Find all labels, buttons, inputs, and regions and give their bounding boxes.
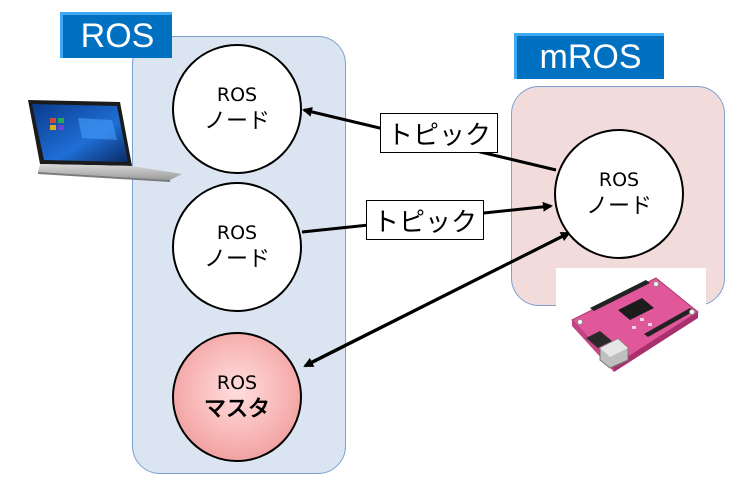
- node-label-line2: ノード: [585, 194, 652, 219]
- node-label-line2: マスタ: [203, 397, 270, 422]
- ros-node-middle: ROS ノード: [172, 182, 302, 312]
- node-label-line2: ノード: [203, 109, 270, 134]
- ros-title: ROS: [60, 12, 172, 58]
- laptop-icon: [28, 100, 182, 182]
- master-arrow-to-master: [303, 231, 570, 368]
- node-label-line2: ノード: [203, 247, 270, 272]
- topic-label-upper: トピック: [380, 113, 498, 153]
- node-label-line1: ROS: [216, 222, 258, 244]
- node-label-line1: ROS: [216, 372, 258, 394]
- node-label-line1: ROS: [216, 84, 258, 106]
- ros-master-node: ROS マスタ: [172, 332, 302, 462]
- topic-label-lower: トピック: [366, 200, 484, 240]
- mros-node: ROS ノード: [554, 129, 684, 259]
- ros-node-top: ROS ノード: [172, 44, 302, 174]
- mros-title: mROS: [514, 33, 664, 79]
- microcontroller-board-icon: [556, 268, 706, 386]
- node-label-line1: ROS: [598, 169, 640, 191]
